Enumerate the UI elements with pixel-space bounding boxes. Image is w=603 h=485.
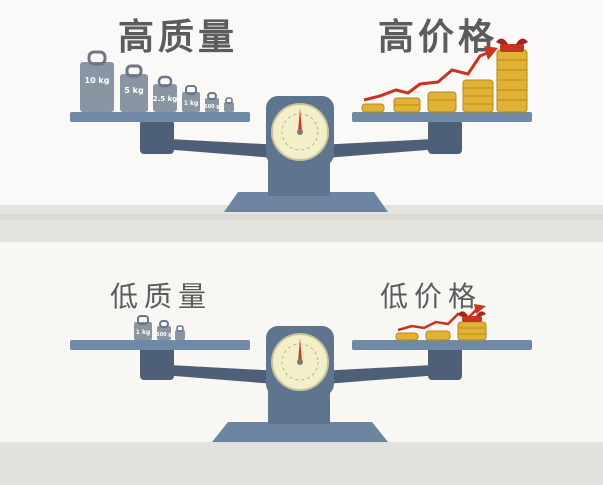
right-pan-support <box>428 346 462 380</box>
scale-right-arm <box>300 364 452 386</box>
svg-text:10 kg: 10 kg <box>85 76 110 85</box>
weight-small <box>175 325 185 340</box>
left-pan <box>70 112 250 122</box>
gift-bow <box>496 38 528 52</box>
rising-price-arrow <box>363 50 491 102</box>
scale-right-arm <box>300 138 452 160</box>
weight-500g: 500 g <box>204 92 220 112</box>
weight-5kg: 5 kg <box>120 64 148 112</box>
low-price-title: 低价格 <box>380 280 483 313</box>
low-quality-title: 低质量 <box>110 280 213 313</box>
weight-1kg: 1 kg <box>134 315 152 340</box>
high-quality-title: 高质量 <box>118 17 239 58</box>
svg-text:5 kg: 5 kg <box>124 86 144 95</box>
scale-base <box>212 422 388 442</box>
scale-left-arm <box>150 138 300 160</box>
dial-needle <box>298 108 302 132</box>
coin-stacks <box>361 49 528 113</box>
scale-left-arm <box>150 364 300 386</box>
right-pan-support <box>428 120 462 154</box>
high-price-title: 高价格 <box>378 17 499 58</box>
right-pan <box>352 340 532 350</box>
svg-text:500 g: 500 g <box>204 104 220 110</box>
svg-text:1 kg: 1 kg <box>136 329 151 336</box>
weight-2-5kg: 2.5 kg <box>153 75 178 112</box>
weights-group: 10 kg 5 kg 2.5 kg 1 kg <box>80 50 234 112</box>
bottom-balance-scale: 1 kg 500 g <box>70 304 532 442</box>
gift-bow <box>458 311 486 322</box>
coin-stacks <box>395 321 487 341</box>
bottom-panel-low-quality-low-price: 低质量 低价格 1 kg <box>0 242 603 484</box>
weight-small <box>224 97 234 112</box>
left-pan-support <box>140 346 174 380</box>
arrow-head <box>474 304 486 314</box>
top-balance-scale: 10 kg 5 kg 2.5 kg 1 kg <box>70 38 532 212</box>
top-panel-high-quality-high-price: 高质量 高价格 <box>0 0 603 242</box>
scale-base <box>224 192 388 212</box>
weight-1kg: 1 kg <box>182 85 200 112</box>
weight-10kg: 10 kg <box>80 50 114 112</box>
left-pan-support <box>140 120 174 154</box>
dial-needle <box>298 338 302 362</box>
svg-text:500 g: 500 g <box>156 332 172 338</box>
arrow-head <box>484 46 498 60</box>
svg-text:1 kg: 1 kg <box>184 100 199 107</box>
weight-500g: 500 g <box>156 320 172 340</box>
right-pan <box>352 112 532 122</box>
svg-text:2.5 kg: 2.5 kg <box>153 95 178 103</box>
left-pan <box>70 340 250 350</box>
weights-group: 1 kg 500 g <box>134 315 185 340</box>
